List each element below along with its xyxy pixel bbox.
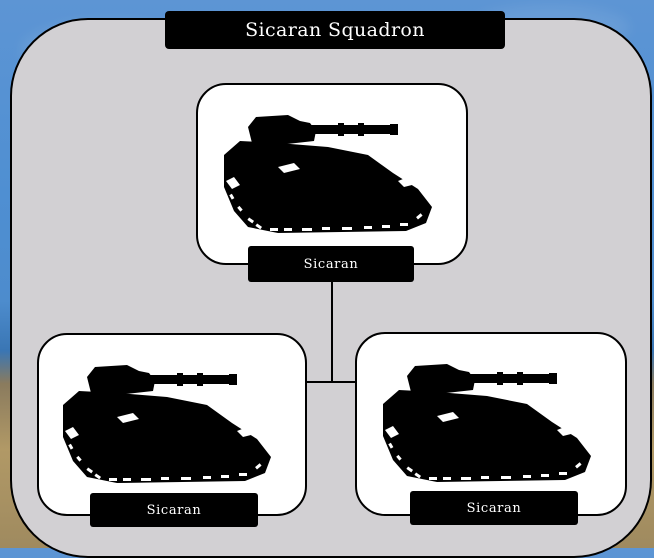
tank-silhouette-icon [63, 365, 271, 483]
unit-card-left[interactable] [37, 333, 307, 516]
unit-label-top: Sicaran [248, 246, 414, 282]
tank-silhouette-icon [383, 364, 591, 482]
connector-horizontal [306, 381, 356, 383]
unit-card-top[interactable] [196, 83, 468, 265]
tank-silhouette-icon [224, 115, 432, 233]
unit-label-right: Sicaran [410, 491, 578, 525]
unit-card-right[interactable] [355, 332, 627, 516]
unit-label-left: Sicaran [90, 493, 258, 527]
squadron-title: Sicaran Squadron [165, 11, 505, 49]
connector-vertical [331, 280, 333, 382]
